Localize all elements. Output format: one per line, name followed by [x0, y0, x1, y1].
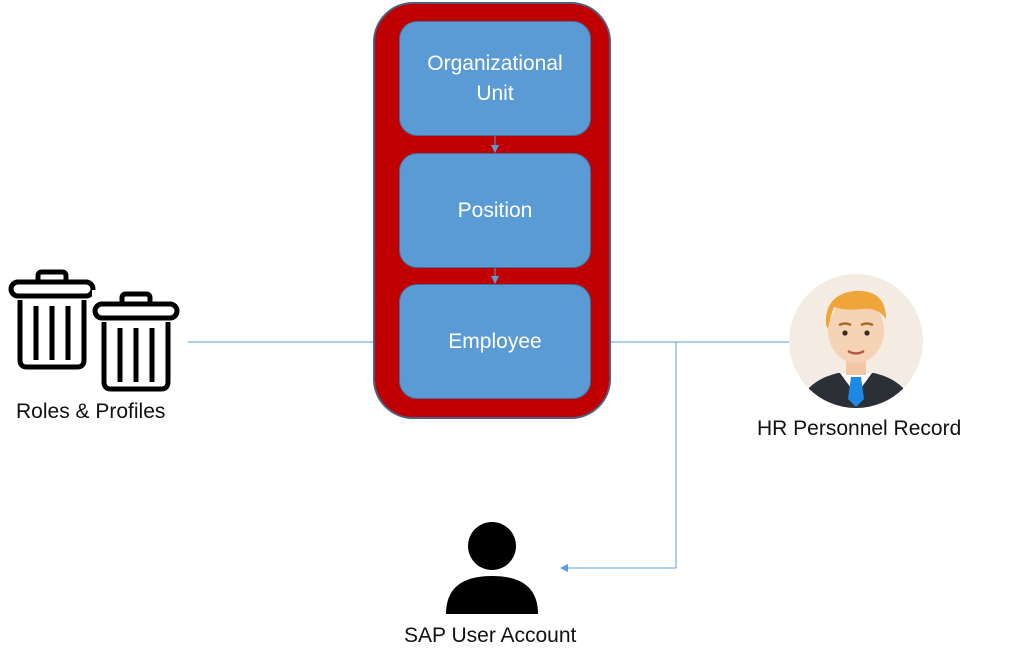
org-unit-node: Organizational Unit — [399, 21, 591, 136]
trash-can-icon — [8, 269, 96, 370]
user-silhouette-icon — [446, 522, 538, 614]
position-node: Position — [399, 153, 591, 268]
org-unit-label: Organizational Unit — [427, 51, 563, 105]
employee-label: Employee — [448, 329, 542, 353]
sap-user-account-label: SAP User Account — [404, 624, 577, 647]
hr-to-sap-user-connector — [560, 342, 677, 572]
businessman-avatar-icon — [789, 274, 923, 408]
position-label: Position — [457, 198, 533, 222]
roles-profiles-label: Roles & Profiles — [16, 400, 166, 423]
employee-node: Employee — [399, 284, 591, 399]
trash-can-icon-secondary — [92, 290, 180, 394]
hr-personnel-record-label: HR Personnel Record — [757, 417, 962, 440]
